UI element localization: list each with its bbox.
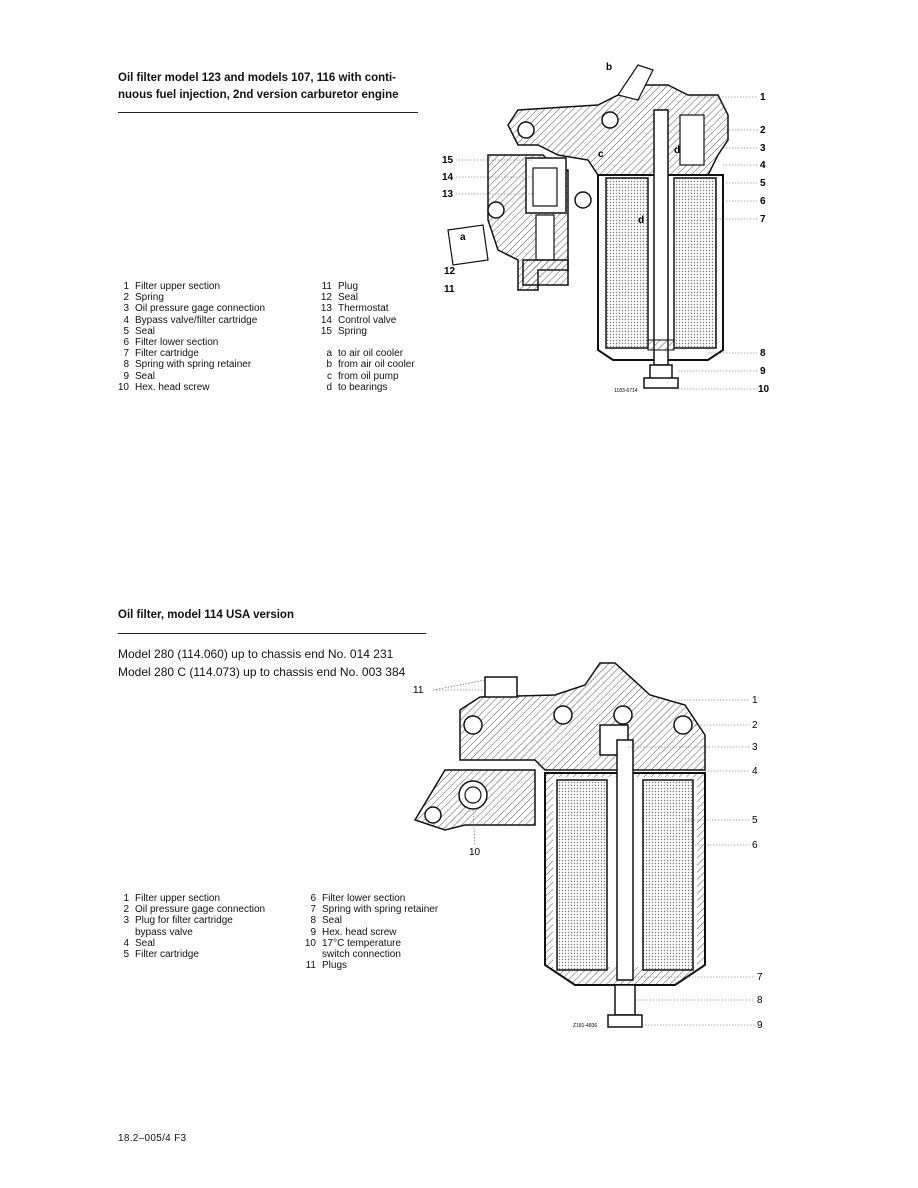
callout-8: 8: [757, 995, 763, 1006]
oil-filter-diagram-2: 11 1 2 3 4 5 6 10 7 8 9 Z181-4836: [413, 662, 763, 1031]
callout-3: 3: [752, 742, 758, 753]
callout-10: 10: [758, 384, 770, 395]
section1-title-rule: [118, 112, 418, 113]
callout-1: 1: [752, 695, 758, 706]
section2-model-info: Model 280 (114.060) up to chassis end No…: [118, 645, 405, 681]
section1-title: Oil filter model 123 and models 107, 116…: [118, 70, 428, 104]
callout-7: 7: [757, 972, 763, 983]
callout-14: 14: [442, 172, 454, 183]
callout-4: 4: [760, 160, 766, 171]
flow-label-d-mid: d: [638, 215, 644, 226]
flow-label-b: b: [606, 62, 612, 73]
callout-15: 15: [442, 155, 454, 166]
drawing-number-2: Z181-4836: [573, 1023, 597, 1029]
callout-4: 4: [752, 766, 758, 777]
callout-1: 1: [760, 92, 766, 103]
callout-10: 10: [469, 847, 481, 858]
callout-11-plugs: 11: [413, 685, 424, 696]
page-footer: 18.2–005/4 F3: [118, 1133, 187, 1144]
model-line-1: Model 280 (114.060) up to chassis end No…: [118, 647, 394, 661]
callout-9: 9: [757, 1020, 763, 1031]
legend-spacer: [308, 337, 415, 348]
callout-9: 9: [760, 366, 766, 377]
flow-label-c: c: [598, 149, 604, 160]
section1-title-line1: Oil filter model 123 and models 107, 116…: [118, 72, 396, 84]
callout-8: 8: [760, 348, 766, 359]
model-line-2: Model 280 C (114.073) up to chassis end …: [118, 665, 406, 679]
callout-11: 11: [444, 284, 455, 295]
section1-title-line2: nuous fuel injection, 2nd version carbur…: [118, 89, 399, 101]
flow-label-a: a: [460, 232, 466, 243]
callout-12: 12: [444, 266, 456, 277]
section2-title: Oil filter, model 114 USA version: [118, 609, 294, 621]
flow-label-d-top: d: [674, 145, 680, 156]
legend-item: bypass valve: [135, 926, 193, 938]
oil-filter-diagram-1: b a c d d 1 2 3 4 5 6 7 8 9 10 15 14 13 …: [442, 62, 770, 395]
callout-3: 3: [760, 143, 766, 154]
legend-item: switch connection: [322, 949, 401, 961]
callout-6: 6: [752, 840, 758, 851]
callout-6: 6: [760, 196, 766, 207]
callout-2: 2: [760, 125, 766, 136]
drawing-number-1: 1183-6714: [614, 388, 638, 394]
callout-2: 2: [752, 720, 758, 731]
section2-title-rule: [118, 633, 426, 634]
callout-7: 7: [760, 214, 766, 225]
callout-5: 5: [760, 178, 766, 189]
callout-13: 13: [442, 189, 454, 200]
callout-5: 5: [752, 815, 758, 826]
